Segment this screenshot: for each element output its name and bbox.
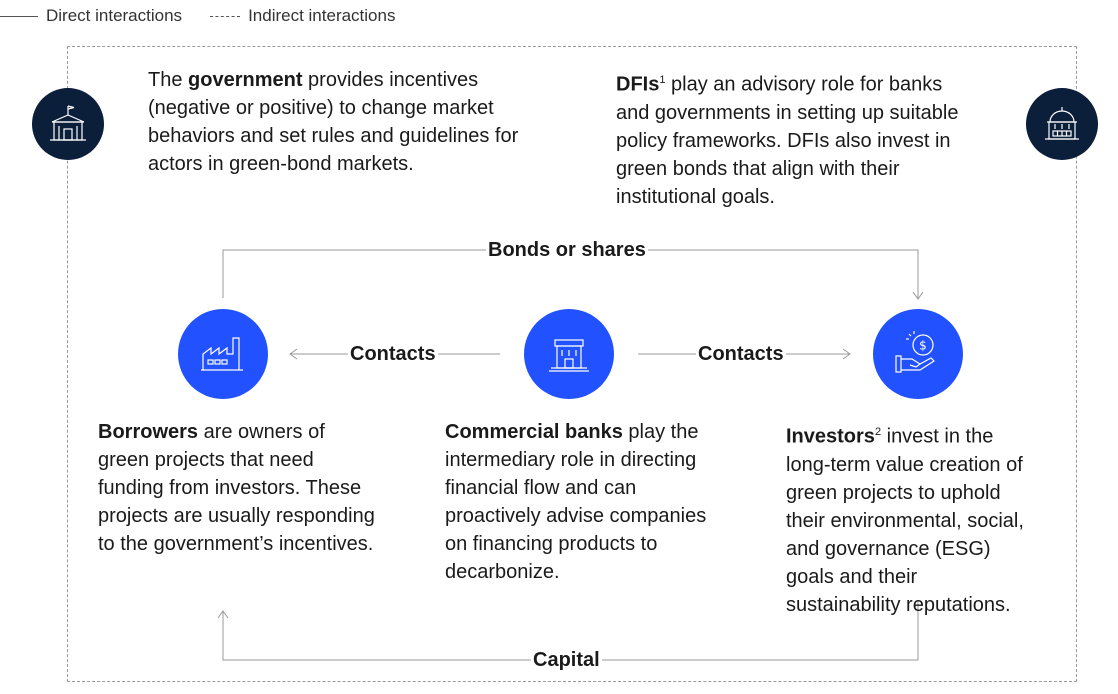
dfi-description: DFIs1 play an advisory role for banks an… bbox=[616, 66, 976, 211]
hand-coin-icon: $ bbox=[895, 331, 935, 373]
borrowers-text: are owners of green projects that need f… bbox=[98, 421, 375, 555]
dfi-bold: DFIs bbox=[616, 73, 660, 96]
government-building-icon bbox=[50, 105, 86, 141]
legend-direct-label: Direct interactions bbox=[46, 6, 183, 25]
government-circle bbox=[32, 88, 104, 160]
dfi-text: play an advisory role for banks and gove… bbox=[616, 73, 959, 208]
bank-building-icon bbox=[549, 339, 589, 372]
investors-description: Investors2 invest in the long-term value… bbox=[786, 418, 1026, 619]
investors-circle: $ bbox=[873, 309, 963, 399]
investors-text: invest in the long-term value creation o… bbox=[786, 425, 1024, 616]
banks-bold: Commercial banks bbox=[445, 421, 623, 443]
banks-description: Commercial banks play the intermediary r… bbox=[445, 418, 725, 586]
banks-circle bbox=[524, 309, 614, 399]
banks-text: play the intermediary role in directing … bbox=[445, 421, 707, 583]
capital-label: Capital bbox=[531, 648, 602, 672]
investors-footnote: 2 bbox=[874, 426, 882, 438]
svg-text:$: $ bbox=[919, 339, 927, 353]
borrowers-circle bbox=[178, 309, 268, 399]
indirect-frame bbox=[67, 46, 1077, 682]
contacts-right-label: Contacts bbox=[696, 342, 786, 366]
borrowers-bold: Borrowers bbox=[98, 421, 199, 443]
legend-indirect-label: Indirect interactions bbox=[248, 6, 396, 25]
dfi-footnote: 1 bbox=[659, 74, 666, 86]
contacts-left-label: Contacts bbox=[348, 342, 438, 366]
legend: Direct interactions Indirect interaction… bbox=[0, 6, 395, 26]
borrowers-description: Borrowers are owners of green projects t… bbox=[98, 418, 378, 558]
government-bold: government bbox=[188, 69, 303, 91]
government-text: provides incentives (negative or positiv… bbox=[148, 69, 519, 175]
government-description: The government provides incentives (nega… bbox=[148, 66, 528, 178]
factory-icon bbox=[201, 337, 243, 371]
bonds-or-shares-label: Bonds or shares bbox=[486, 238, 648, 262]
dfi-dome-building-icon bbox=[1045, 107, 1079, 140]
solid-line-swatch bbox=[0, 15, 38, 17]
investors-bold: Investors bbox=[786, 425, 875, 448]
dashed-line-swatch bbox=[210, 15, 241, 17]
government-pre: The bbox=[148, 69, 189, 91]
dfi-circle bbox=[1026, 88, 1098, 160]
